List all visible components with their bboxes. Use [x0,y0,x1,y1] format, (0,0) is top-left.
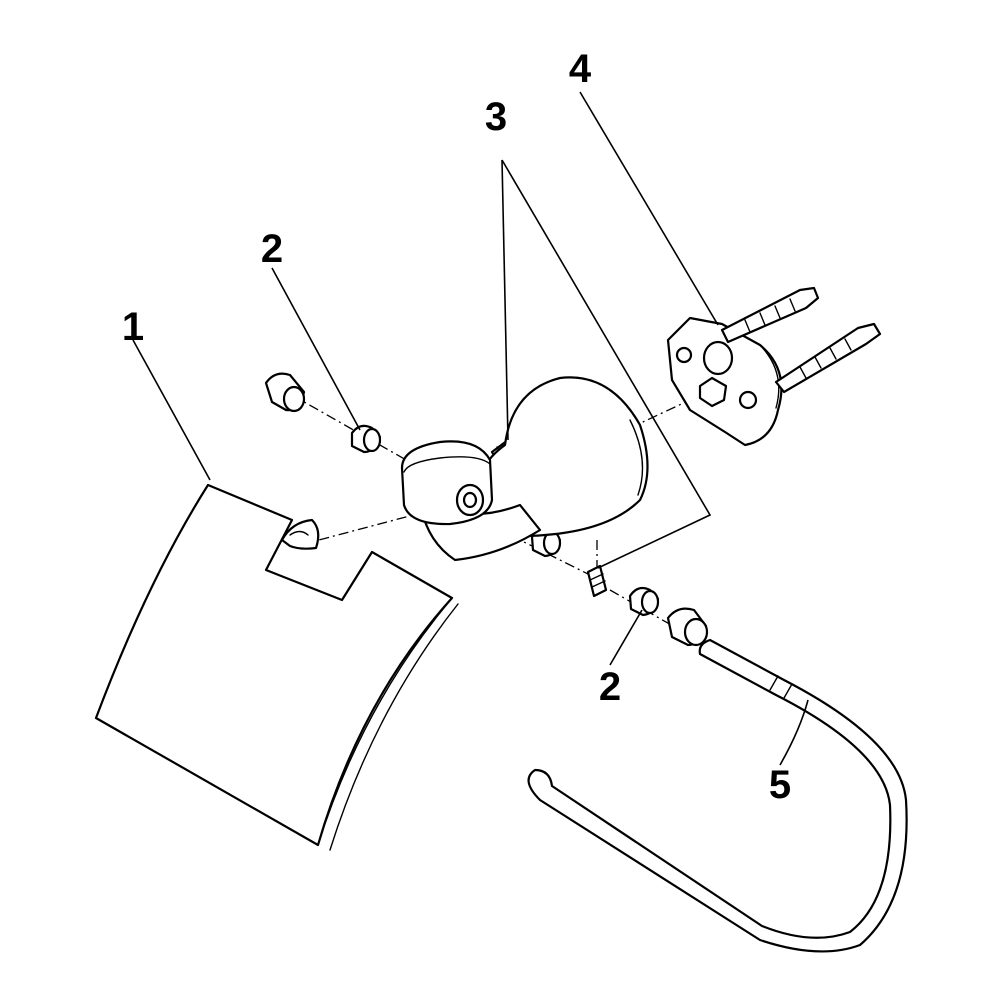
bracket-body [400,376,649,562]
leader-2b [609,609,643,666]
callout-5: 5 [769,763,791,807]
callout-3: 3 [485,95,507,139]
callout-2b: 2 [599,665,621,709]
cover-part [94,483,459,851]
paper-bar-part [527,638,908,953]
callout-4: 4 [569,47,592,91]
leader-lines [132,91,809,766]
leader-1 [132,339,211,481]
callout-labels: 1 2 2 3 4 5 [122,47,791,807]
leader-2a [271,267,361,431]
leader-4 [579,91,719,326]
leader-5 [779,699,809,766]
wall-plate-part [666,286,882,447]
leader-3a [501,159,509,441]
callout-1: 1 [122,305,144,349]
leader-3b [501,159,712,569]
callout-2a: 2 [261,227,283,271]
